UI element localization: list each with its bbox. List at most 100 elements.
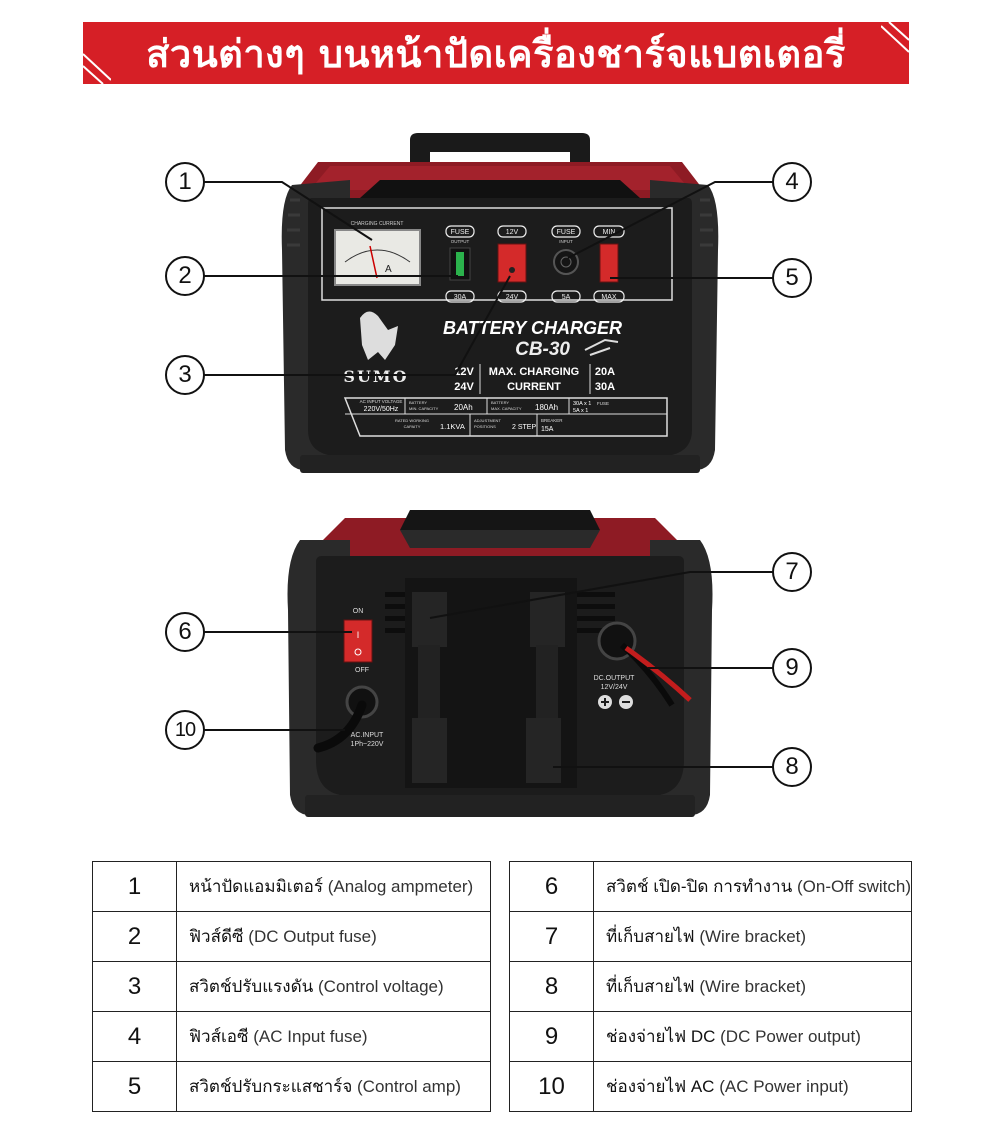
legend-number: 4: [92, 1011, 177, 1062]
callout-7: 7: [772, 552, 812, 592]
legend-row: 1 หน้าปัดแอมมิเตอร์ (Analog ampmeter): [92, 861, 491, 912]
meter-unit: A: [385, 264, 392, 275]
legend-description: ช่องจ่ายไฟ DC (DC Power output): [593, 1011, 912, 1062]
svg-text:MIN: MIN: [603, 229, 616, 236]
back-view-photo: ON I OFF AC.INPUT 1Ph~220V DC.OUTPUT 12V…: [0, 505, 1000, 830]
legend-description: สวิตช์ เปิด-ปิด การทำงาน (On-Off switch): [593, 861, 912, 912]
wire-bracket-upper[interactable]: [412, 592, 447, 647]
legend-number: 6: [509, 861, 594, 912]
callout-4: 4: [772, 162, 812, 202]
legend-row: 8 ที่เก็บสายไฟ (Wire bracket): [509, 961, 912, 1012]
banner-title: ส่วนต่างๆ บนหน้าปัดเครื่องชาร์จแบตเตอรี่: [146, 31, 846, 76]
sumo-wrestler-logo: [360, 311, 398, 360]
current-switch[interactable]: [599, 243, 619, 283]
svg-text:30A: 30A: [595, 381, 615, 393]
svg-text:24V: 24V: [454, 381, 474, 393]
callout-2: 2: [165, 256, 205, 296]
svg-text:DC.OUTPUT: DC.OUTPUT: [594, 675, 636, 682]
svg-text:5A x 1: 5A x 1: [573, 408, 588, 414]
svg-text:BATTERY: BATTERY: [491, 400, 509, 405]
wire-bracket-lower[interactable]: [526, 718, 561, 783]
model-name: CB-30: [515, 339, 570, 360]
legend-row: 3 สวิตช์ปรับแรงดัน (Control voltage): [92, 961, 491, 1012]
title-banner: ส่วนต่างๆ บนหน้าปัดเครื่องชาร์จแบตเตอรี่: [83, 22, 909, 84]
legend-description: ที่เก็บสายไฟ (Wire bracket): [593, 961, 912, 1012]
svg-text:15A: 15A: [541, 426, 554, 433]
leader-line-4: [567, 181, 790, 259]
svg-text:1.1KVA: 1.1KVA: [440, 422, 465, 431]
product-title: BATTERY CHARGER: [443, 318, 622, 338]
svg-text:30A x 1: 30A x 1: [573, 401, 591, 407]
front-view-photo: CHARGING CURRENT A FUSE OUTPUT 30A 12V 2…: [0, 130, 1000, 480]
legend-number: 9: [509, 1011, 594, 1062]
legend-row: 10 ช่องจ่ายไฟ AC (AC Power input): [509, 1061, 912, 1112]
svg-text:FUSE: FUSE: [557, 229, 576, 236]
svg-text:12V: 12V: [506, 229, 519, 236]
svg-text:BREAKER: BREAKER: [541, 418, 563, 423]
svg-text:MAX. CHARGING: MAX. CHARGING: [489, 366, 579, 378]
svg-text:MIN. CAPACITY: MIN. CAPACITY: [409, 406, 439, 411]
svg-text:ADJUSTMENT: ADJUSTMENT: [474, 418, 501, 423]
svg-text:AC.INPUT: AC.INPUT: [351, 732, 384, 739]
svg-text:AC INPUT VOLTAGE: AC INPUT VOLTAGE: [360, 399, 403, 404]
svg-text:OUTPUT: OUTPUT: [451, 239, 470, 244]
svg-text:POSITIONS: POSITIONS: [474, 424, 496, 429]
wire-bracket-upper-right[interactable]: [530, 592, 565, 647]
svg-text:CURRENT: CURRENT: [507, 381, 561, 393]
svg-text:BATTERY: BATTERY: [409, 400, 427, 405]
legend-number: 5: [92, 1061, 177, 1112]
legend-row: 2 ฟิวส์ดีซี (DC Output fuse): [92, 911, 491, 962]
legend-description: ที่เก็บสายไฟ (Wire bracket): [593, 911, 912, 962]
svg-text:RATED WORKING: RATED WORKING: [395, 418, 429, 423]
leader-line-7: [429, 571, 790, 619]
legend-number: 3: [92, 961, 177, 1012]
brand-name: SUMO: [343, 367, 408, 386]
legend-number: 2: [92, 911, 177, 962]
legend-description: ฟิวส์ดีซี (DC Output fuse): [176, 911, 491, 962]
svg-text:20Ah: 20Ah: [454, 403, 473, 412]
dc-output-fuse[interactable]: [456, 252, 464, 276]
svg-text:CAPAITY: CAPAITY: [404, 424, 421, 429]
legend-description: ฟิวส์เอซี (AC Input fuse): [176, 1011, 491, 1062]
callout-9: 9: [772, 648, 812, 688]
legend-description: หน้าปัดแอมมิเตอร์ (Analog ampmeter): [176, 861, 491, 912]
svg-text:FUSE: FUSE: [451, 229, 470, 236]
svg-text:20A: 20A: [595, 366, 615, 378]
svg-text:1Ph~220V: 1Ph~220V: [351, 741, 384, 748]
leader-line-1: [200, 181, 373, 241]
front-view-drawing: CHARGING CURRENT A FUSE OUTPUT 30A 12V 2…: [200, 133, 790, 473]
svg-text:12V/24V: 12V/24V: [601, 684, 628, 691]
legend-number: 1: [92, 861, 177, 912]
legend-row: 5 สวิตช์ปรับกระแสชาร์จ (Control amp): [92, 1061, 491, 1112]
legend-row: 9 ช่องจ่ายไฟ DC (DC Power output): [509, 1011, 912, 1062]
back-view-drawing: ON I OFF AC.INPUT 1Ph~220V DC.OUTPUT 12V…: [200, 510, 790, 817]
svg-text:OFF: OFF: [355, 667, 369, 674]
svg-text:INPUT: INPUT: [559, 239, 573, 244]
svg-text:I: I: [357, 630, 360, 640]
svg-text:180Ah: 180Ah: [535, 403, 558, 412]
svg-text:2 STEP: 2 STEP: [512, 424, 536, 431]
legend-number: 10: [509, 1061, 594, 1112]
callout-1: 1: [165, 162, 205, 202]
svg-text:220V/50Hz: 220V/50Hz: [364, 406, 399, 413]
svg-text:MAX: MAX: [601, 294, 617, 301]
wire-bracket-lower-left[interactable]: [412, 718, 447, 783]
dc-cable-red: [624, 645, 692, 702]
callout-5: 5: [772, 258, 812, 298]
on-off-switch[interactable]: [343, 619, 373, 663]
svg-text:24V: 24V: [506, 294, 519, 301]
ammeter-needle: [369, 245, 378, 279]
legend-description: ช่องจ่ายไฟ AC (AC Power input): [593, 1061, 912, 1112]
ac-power-cord: [313, 700, 367, 753]
banner-stripe-right: [881, 22, 909, 53]
legend-row: 4 ฟิวส์เอซี (AC Input fuse): [92, 1011, 491, 1062]
meter-caption: CHARGING CURRENT: [351, 221, 404, 227]
svg-text:MAX. CAPACITY: MAX. CAPACITY: [491, 406, 522, 411]
svg-text:30A: 30A: [454, 294, 467, 301]
legend-table-left: 1 หน้าปัดแอมมิเตอร์ (Analog ampmeter) 2 …: [92, 861, 491, 1112]
svg-text:FUSE: FUSE: [597, 401, 609, 406]
callout-6: 6: [165, 612, 205, 652]
legend-description: สวิตช์ปรับแรงดัน (Control voltage): [176, 961, 491, 1012]
callout-3: 3: [165, 355, 205, 395]
voltage-switch[interactable]: [497, 243, 527, 283]
